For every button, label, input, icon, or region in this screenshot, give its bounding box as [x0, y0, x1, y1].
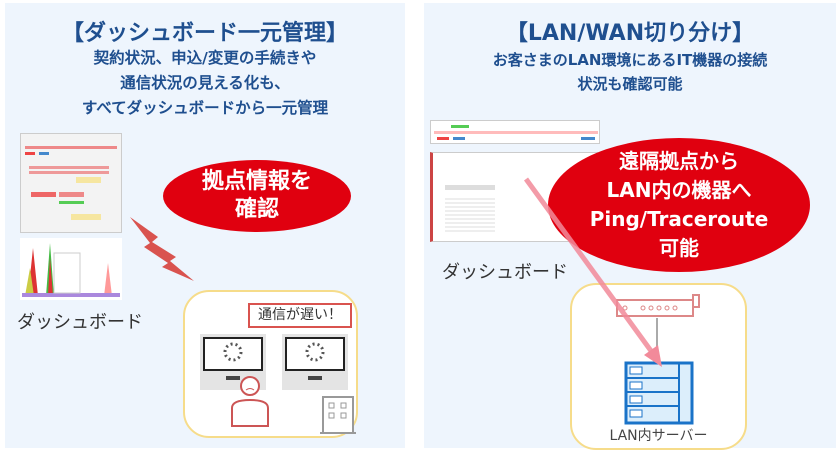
ping-arrow: [523, 177, 662, 367]
left-callout-line-2: 確認: [234, 197, 279, 222]
right-dashboard-label: ダッシュボード: [442, 262, 568, 283]
router-icon: [616, 294, 700, 317]
right-callout: 遠隔拠点から LAN内の機器へ Ping/Traceroute 可能: [548, 138, 810, 272]
right-callout-line-4: 可能: [659, 236, 699, 260]
right-subtitle-2: 状況も確認可能: [577, 75, 683, 93]
lightning-icon: [130, 217, 194, 281]
right-subtitle-1: お客さまのLAN環境にあるIT機器の接続: [492, 51, 768, 69]
left-callout: 拠点情報を 確認: [163, 160, 351, 232]
left-callout-line-1: 拠点情報を: [201, 169, 312, 194]
speech-bubble: 通信が遅い！: [248, 303, 352, 328]
monitor-icon: [200, 334, 266, 390]
dashboard-header-screenshot: [430, 120, 600, 144]
frustrated-user-icon: [231, 376, 269, 427]
monitor-icon: [282, 334, 348, 390]
building-icon: [320, 396, 356, 434]
left-title: 【ダッシュボード一元管理】: [61, 21, 348, 46]
left-dashboard-label: ダッシュボード: [17, 312, 143, 333]
left-subtitle-1: 契約状況、申込/変更の手続きや: [93, 49, 317, 67]
server-label: LAN内サーバー: [609, 428, 708, 444]
right-callout-line-3: Ping/Traceroute: [589, 207, 769, 231]
right-callout-line-1: 遠隔拠点から: [619, 149, 739, 173]
right-title: 【LAN/WAN切り分け】: [505, 21, 755, 46]
server-icon: [624, 361, 694, 425]
dashboard-screenshot: [20, 133, 122, 233]
traffic-chart: [20, 238, 122, 300]
left-subtitle-2: 通信状況の見える化も、: [120, 74, 290, 92]
right-callout-line-2: LAN内の機器へ: [606, 178, 752, 202]
speech-text: 通信が遅い！: [258, 307, 342, 323]
left-subtitle-3: すべてダッシュボードから一元管理: [81, 99, 329, 117]
